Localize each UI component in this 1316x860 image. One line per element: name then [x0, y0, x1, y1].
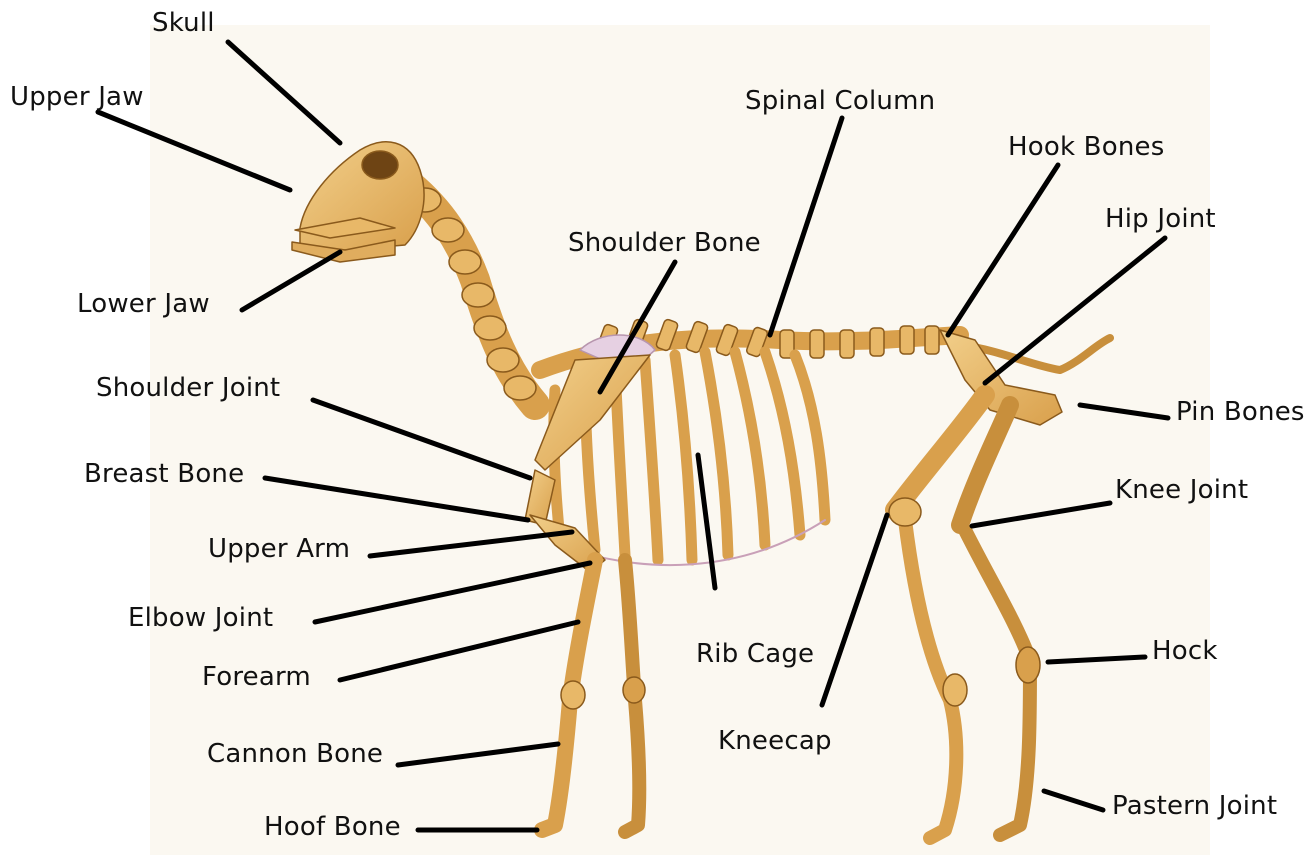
label-rib-cage: Rib Cage	[696, 641, 814, 667]
label-knee-joint: Knee Joint	[1115, 477, 1248, 503]
label-elbow-joint: Elbow Joint	[128, 605, 273, 631]
label-shoulder-joint: Shoulder Joint	[96, 375, 280, 401]
label-forearm: Forearm	[202, 664, 311, 690]
label-hook-bones: Hook Bones	[1008, 134, 1164, 160]
label-kneecap: Kneecap	[718, 728, 832, 754]
label-hoof-bone: Hoof Bone	[264, 814, 401, 840]
front-knee-near	[561, 681, 585, 709]
label-spinal-column: Spinal Column	[745, 88, 935, 114]
label-pin-bones: Pin Bones	[1176, 399, 1305, 425]
label-pastern-joint: Pastern Joint	[1112, 793, 1277, 819]
label-skull: Skull	[152, 10, 215, 36]
eye-socket	[362, 151, 398, 179]
label-breast-bone: Breast Bone	[84, 461, 244, 487]
label-cannon-bone: Cannon Bone	[207, 741, 383, 767]
label-shoulder-bone: Shoulder Bone	[568, 230, 761, 256]
hind-hock-far	[1016, 647, 1040, 683]
label-upper-arm: Upper Arm	[208, 536, 350, 562]
label-lower-jaw: Lower Jaw	[77, 291, 210, 317]
hind-hock-near	[943, 674, 967, 706]
label-upper-jaw: Upper Jaw	[10, 84, 144, 110]
label-hip-joint: Hip Joint	[1105, 206, 1216, 232]
hind-knee	[889, 498, 921, 526]
label-hock: Hock	[1152, 638, 1218, 664]
front-knee-far	[623, 677, 645, 703]
